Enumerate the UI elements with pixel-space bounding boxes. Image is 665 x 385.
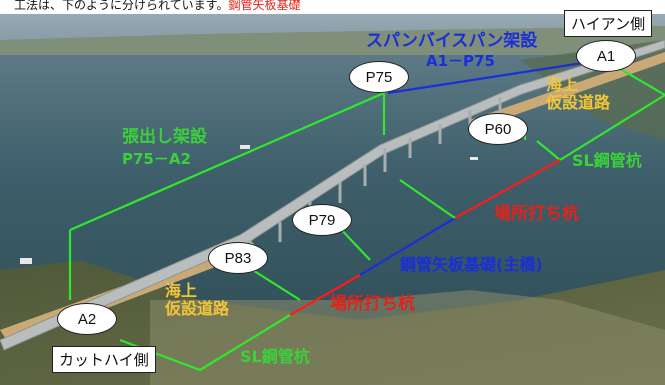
caption-highlight: 鋼管矢板基礎 (228, 0, 301, 12)
annotation-lines (68, 58, 665, 372)
span-by-span-range: A1－P75 (426, 52, 495, 70)
sl-pipe-right-label: SL鋼管杭 (572, 151, 642, 170)
top-caption: 工法は、下のように分けられています。鋼管矢板基礎 (14, 0, 300, 13)
foreground-flats (150, 290, 665, 385)
sl-pipe-left-label: SL鋼管杭 (240, 347, 310, 366)
cantilever-label: 張出し架設 (122, 127, 207, 147)
hai-an-side-label: ハイアン側 (564, 10, 653, 37)
top-caption-strip: 工法は、下のように分けられています。鋼管矢板基礎 (0, 0, 665, 14)
cat-hai-side-label: カットハイ側 (52, 346, 156, 373)
span-by-span-label: スパンバイスパン架設 (366, 31, 538, 51)
cast-in-place-lower-label: 場所打ち杭 (330, 294, 415, 314)
pier-label-p60: P60 (468, 113, 528, 145)
pier-label-a1: A1 (576, 40, 636, 72)
pier-label-a2: A2 (57, 303, 117, 335)
cast-in-place-upper-label: 場所打ち杭 (494, 204, 579, 224)
caption-prefix: 工法は、下のように分けられています。 (14, 0, 229, 12)
pier-label-p83: P83 (208, 242, 268, 274)
temp-road-left-label: 海上 仮設道路 (165, 281, 230, 319)
sheet-pile-label: 鋼管矢板基礎(主橋) (400, 255, 543, 274)
cantilever-range: P75－A2 (122, 150, 191, 168)
pier-label-p79: P79 (292, 204, 352, 236)
temp-road-right-label: 海上 仮設道路 (546, 75, 611, 113)
bridge-deck (0, 39, 665, 351)
pier-label-p75: P75 (349, 61, 409, 93)
